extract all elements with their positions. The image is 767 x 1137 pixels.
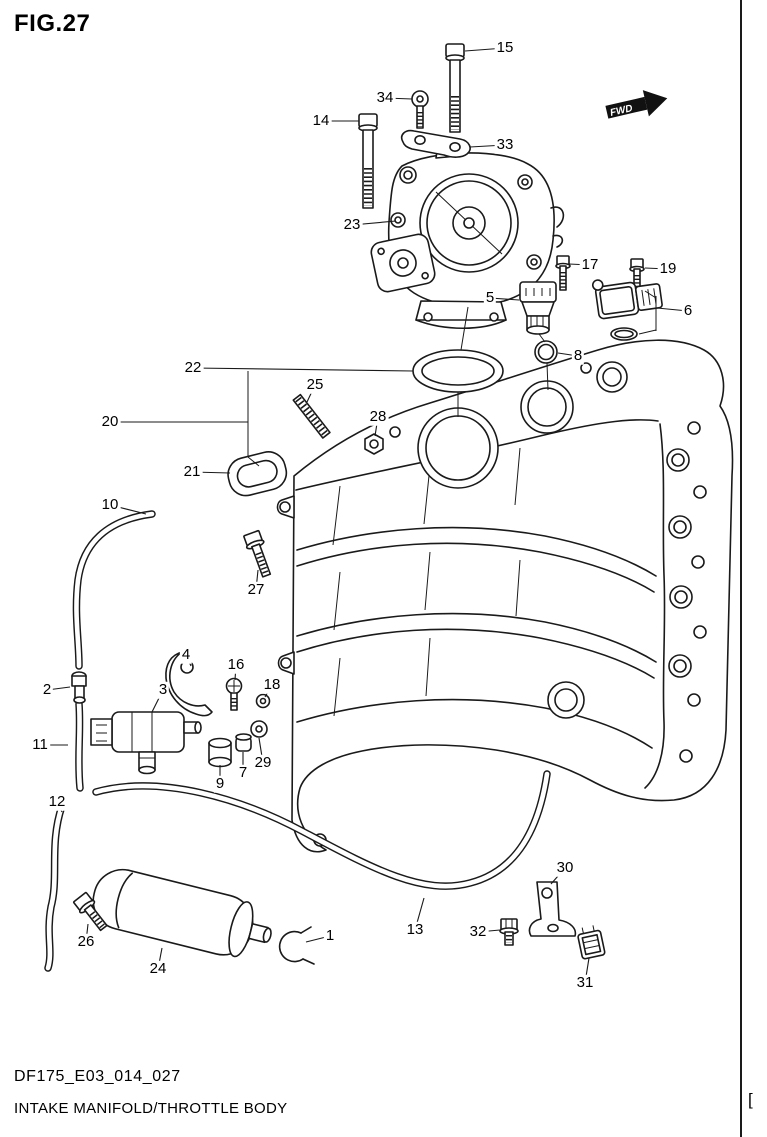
assembly-guide-lines xyxy=(247,290,657,467)
canister-drawing xyxy=(73,868,315,965)
intake-manifold-drawing xyxy=(276,339,734,853)
mid-fasteners-drawing xyxy=(243,393,384,578)
vapor-hoses-drawing xyxy=(44,510,551,972)
solenoid-valve-drawing xyxy=(71,651,271,775)
top-bolts-drawing xyxy=(358,43,645,296)
figure-title: FIG.27 xyxy=(14,10,91,37)
page-border-right xyxy=(740,0,742,1137)
figure-code: DF175_E03_014_027 xyxy=(14,1068,181,1085)
fwd-arrow-icon: FWD xyxy=(605,90,668,119)
throttle-sensor-drawing xyxy=(370,233,436,293)
fwd-arrow-label: FWD xyxy=(609,103,634,119)
corner-bracket-mark: [ xyxy=(748,1090,753,1109)
throttle-body-drawing xyxy=(370,143,565,330)
figure-caption: INTAKE MANIFOLD/THROTTLE BODY xyxy=(14,1100,288,1117)
lower-bracket-drawing xyxy=(499,881,606,960)
sensors-drawing xyxy=(227,279,663,497)
